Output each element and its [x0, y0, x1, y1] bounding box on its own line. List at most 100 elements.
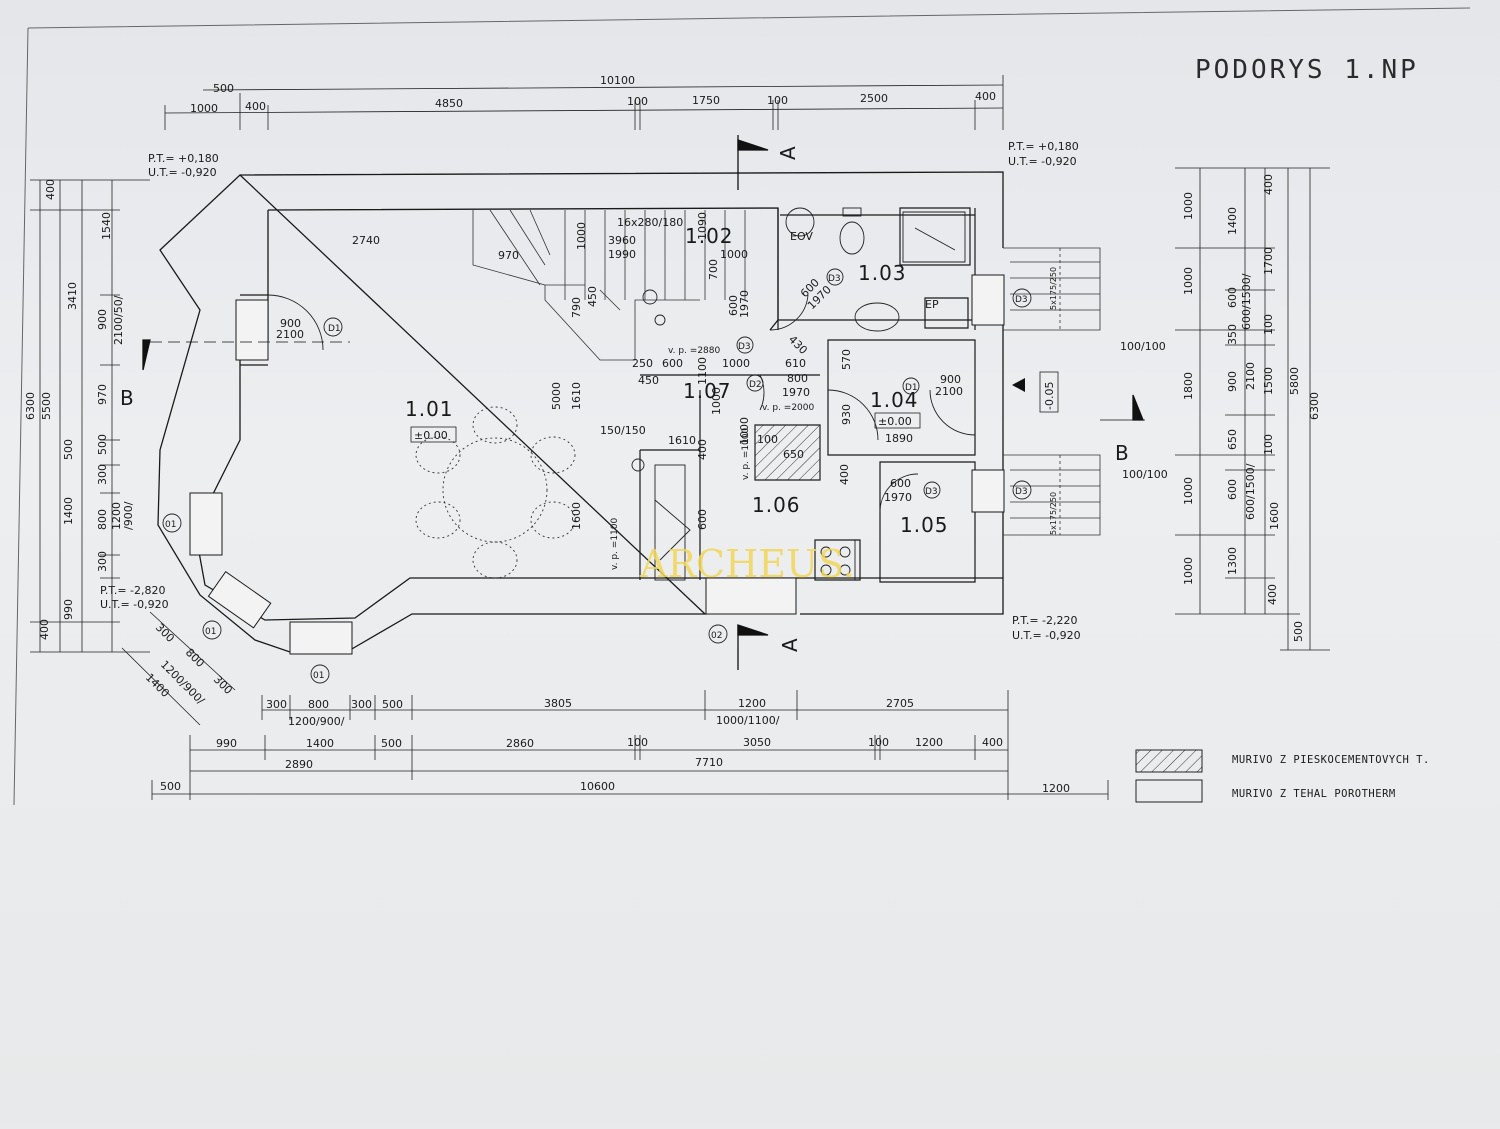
level-neg-005: -0.05	[1043, 382, 1056, 410]
level-pt-top-left: P.T.= +0,180	[148, 152, 219, 165]
opening-tags	[162, 268, 1032, 684]
tag-01-a: 01	[165, 520, 176, 530]
dim-diag-800: 800	[183, 646, 207, 670]
section-markers	[142, 135, 1145, 670]
tag-d3-c: D3	[925, 487, 938, 497]
dim-bot-10600: 10600	[580, 780, 615, 793]
dim-left-1200: 1200	[110, 502, 123, 530]
dim-1000e: 1000	[738, 417, 751, 445]
dim-left-300a: 300	[96, 464, 109, 485]
tag-d3-b: D3	[828, 274, 841, 284]
door-swings	[267, 294, 976, 513]
dim-right-6300: 6300	[1308, 392, 1321, 420]
dim-430: 430	[786, 333, 810, 357]
dim-bot-1000-1100: 1000/1100/	[716, 714, 780, 727]
dim-150-150: 150/150	[600, 424, 646, 437]
dim-left-800: 800	[96, 509, 109, 530]
dim-right-1300: 1300	[1226, 547, 1239, 575]
left-dimension-lines	[30, 179, 150, 653]
vp-2000: v. p. =2000	[762, 403, 815, 413]
sheet-border	[13, 7, 1471, 806]
room-1-01-level: ±0.00	[414, 429, 448, 442]
dim-top-1750: 1750	[692, 94, 720, 107]
right-dimension-lines	[1175, 167, 1330, 651]
dim-right-350: 350	[1226, 324, 1239, 345]
dim-1000d: 1000	[710, 387, 723, 415]
dim-top-500: 500	[213, 82, 234, 95]
dim-top-400b: 400	[975, 90, 996, 103]
dim-left-970: 970	[96, 384, 109, 405]
room-1-05: 1.05	[900, 513, 949, 537]
kitchen-counter	[631, 424, 856, 581]
dim-diag-300b: 300	[211, 673, 235, 697]
dim-900: 900	[280, 317, 301, 330]
dim-right-1400: 1400	[1226, 207, 1239, 235]
stair-note-2: 5x175/250	[1049, 492, 1058, 535]
dim-900b: 900	[940, 373, 961, 386]
section-a-top: A	[776, 145, 800, 160]
dim-bot-500c: 500	[160, 780, 181, 793]
dim-bot-3050: 3050	[743, 736, 771, 749]
dim-right-100a: 100	[1262, 314, 1275, 335]
level-pt-top-right: P.T.= +0,180	[1008, 140, 1079, 153]
dim-right-400a: 400	[1262, 174, 1275, 195]
dim-right-400b: 400	[1266, 584, 1279, 605]
legend-swatch-plain	[1135, 779, 1203, 803]
dim-bot-2705: 2705	[886, 697, 914, 710]
vp-1100: v. p. =1100	[610, 517, 620, 570]
dim-1000c: 1000	[722, 357, 750, 370]
dim-right-600a: 600	[1226, 287, 1239, 308]
dim-diag-300a: 300	[153, 621, 177, 645]
dim-right-1800: 1800	[1182, 372, 1195, 400]
dim-bot-300b: 300	[351, 698, 372, 711]
dim-left-3410: 3410	[66, 282, 79, 310]
dim-bot-100a: 100	[627, 736, 648, 749]
top-dimension-lines	[164, 75, 1004, 130]
level-pt-bottom-right: P.T.= -2,220	[1012, 614, 1078, 627]
tag-d3-d: D3	[1015, 295, 1028, 305]
tag-d3-e: D3	[1015, 487, 1028, 497]
dim-800: 800	[787, 372, 808, 385]
dim-bot-100b: 100	[868, 736, 889, 749]
eov-label: EOV	[790, 230, 813, 243]
dim-right-500: 500	[1292, 621, 1305, 642]
legend-swatch-hatch	[1135, 749, 1203, 773]
legend-label-porotherm: MURIVO Z TEHAL POROTHERM	[1232, 788, 1396, 800]
dim-left-300b: 300	[96, 551, 109, 572]
dim-bot-1200-900: 1200/900/	[288, 715, 345, 728]
level-ut-top-right: U.T.= -0,920	[1008, 155, 1077, 168]
interior-dimensions: 2740 970 1000 3960 1990 16x280/180 1090 …	[276, 212, 1168, 570]
dim-650: 650	[783, 448, 804, 461]
vp-1000: v. p. =1000	[741, 427, 751, 480]
tag-d2: D2	[749, 380, 762, 390]
dim-1000a: 1000	[575, 222, 588, 250]
window-openings	[189, 274, 1005, 655]
dim-1090: 1090	[696, 212, 709, 240]
dim-450b: 450	[638, 374, 659, 387]
section-a-bottom: A	[778, 637, 802, 652]
dim-right-600-1500b: 600/1500/	[1244, 463, 1257, 520]
dim-top-100b: 100	[767, 94, 788, 107]
dim-top-overall: 10100	[600, 74, 635, 87]
dim-bot-2860: 2860	[506, 737, 534, 750]
staircase	[472, 209, 746, 361]
room-1-02: 1.02	[685, 224, 734, 248]
dim-right-1000a: 1000	[1182, 192, 1195, 220]
dim-top-1000: 1000	[190, 102, 218, 115]
dim-left-400: 400	[44, 179, 57, 200]
dim-right-650: 650	[1226, 429, 1239, 450]
dim-100-100a: 100/100	[1120, 340, 1166, 353]
room-1-06: 1.06	[752, 493, 801, 517]
dim-left-2100-50: 2100/50/	[112, 295, 125, 345]
dim-bot-500: 500	[382, 698, 403, 711]
dim-bot-7710: 7710	[695, 756, 723, 769]
dim-930: 930	[840, 404, 853, 425]
dim-right-900: 900	[1226, 371, 1239, 392]
tag-01-b: 01	[205, 627, 216, 637]
dim-1970a: 1970	[738, 290, 751, 318]
vp-2880: v. p. =2880	[668, 346, 721, 356]
dim-3960: 3960	[608, 234, 636, 247]
dim-bot-2890: 2890	[285, 758, 313, 771]
